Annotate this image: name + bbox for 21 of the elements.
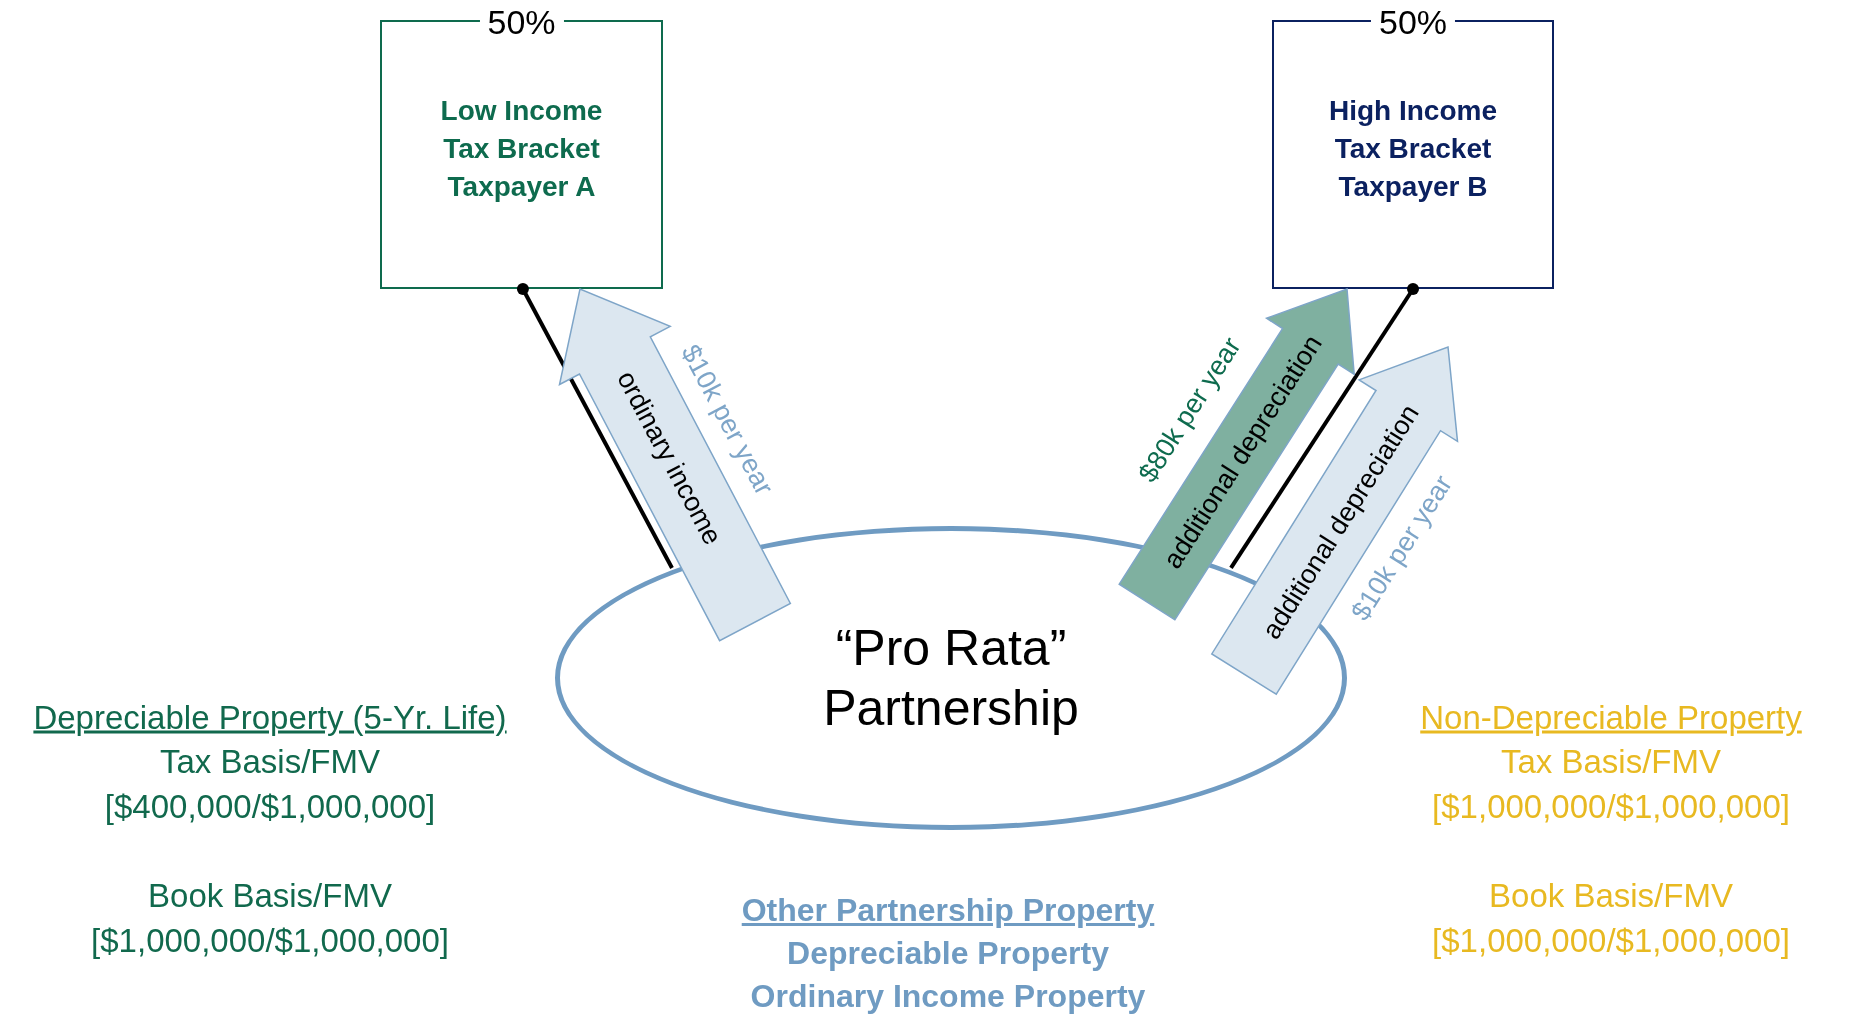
property-text: Non-Depreciable Property: [1420, 700, 1802, 734]
property-text: [$1,000,000/$1,000,000]: [91, 923, 449, 957]
block-arrow: [1118, 287, 1356, 621]
property-text: Ordinary Income Property: [750, 980, 1146, 1012]
property-text: Tax Basis/FMV: [1501, 744, 1721, 778]
property-text: Other Partnership Property: [741, 894, 1155, 926]
connector-line: [1229, 283, 1419, 570]
property-text: [$1,000,000/$1,000,000]: [1432, 923, 1790, 957]
taxpayer-name: Low Income Tax Bracket Taxpayer A: [439, 94, 604, 204]
property-text: Tax Basis/FMV: [160, 744, 380, 778]
property-text: [$400,000/$1,000,000]: [104, 789, 436, 823]
block-arrow: [1210, 345, 1459, 696]
connector-line: [516, 283, 674, 569]
taxpayer-name: High Income Tax Bracket Taxpayer B: [1328, 94, 1498, 204]
property-text: Book Basis/FMV: [1489, 878, 1733, 912]
property-text: Depreciable Property (5-Yr. Life): [33, 700, 507, 734]
property-text: Book Basis/FMV: [148, 878, 392, 912]
property-text: Depreciable Property: [787, 937, 1109, 969]
property-text: [$1,000,000/$1,000,000]: [1432, 789, 1790, 823]
partnership-name: “Pro Rata” Partnership: [822, 619, 1080, 738]
block-arrow: [558, 287, 792, 642]
